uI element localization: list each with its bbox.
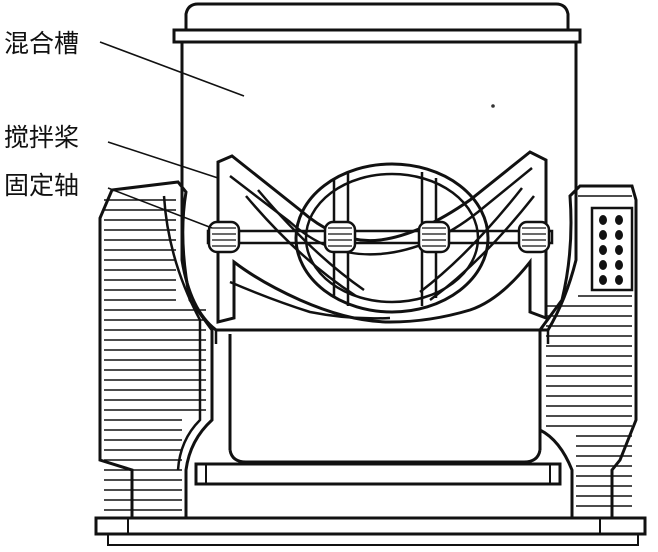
vent-dot bbox=[599, 230, 607, 240]
vent-dot bbox=[615, 215, 623, 225]
leader-mixing-tank bbox=[99, 41, 245, 97]
leader-agitator-paddle bbox=[107, 141, 219, 179]
shaft-hub bbox=[323, 220, 357, 254]
vent-dot bbox=[615, 230, 623, 240]
right-gearbox-panel bbox=[590, 206, 634, 292]
leader-fixed-shaft bbox=[107, 187, 213, 229]
label-agitator-paddle: 搅拌桨 bbox=[4, 123, 79, 152]
vent-dot bbox=[615, 260, 623, 270]
shaft-hub bbox=[517, 220, 551, 254]
callouts: 混合槽 搅拌桨 固定轴 bbox=[4, 29, 245, 229]
base-plate bbox=[94, 516, 647, 546]
vent-dot bbox=[599, 215, 607, 225]
fixed-shaft bbox=[206, 220, 554, 254]
agitator-paddle bbox=[216, 150, 548, 324]
label-fixed-shaft: 固定轴 bbox=[4, 171, 79, 200]
vent-dot bbox=[615, 245, 623, 255]
right-support bbox=[538, 184, 638, 520]
vent-dot bbox=[615, 275, 623, 285]
vent-dot bbox=[599, 245, 607, 255]
shaft-hub bbox=[207, 220, 241, 254]
label-mixing-tank: 混合槽 bbox=[4, 29, 79, 58]
shaft-hub bbox=[417, 220, 451, 254]
vent-dot bbox=[599, 275, 607, 285]
vent-dot bbox=[599, 260, 607, 270]
left-support bbox=[98, 180, 214, 520]
